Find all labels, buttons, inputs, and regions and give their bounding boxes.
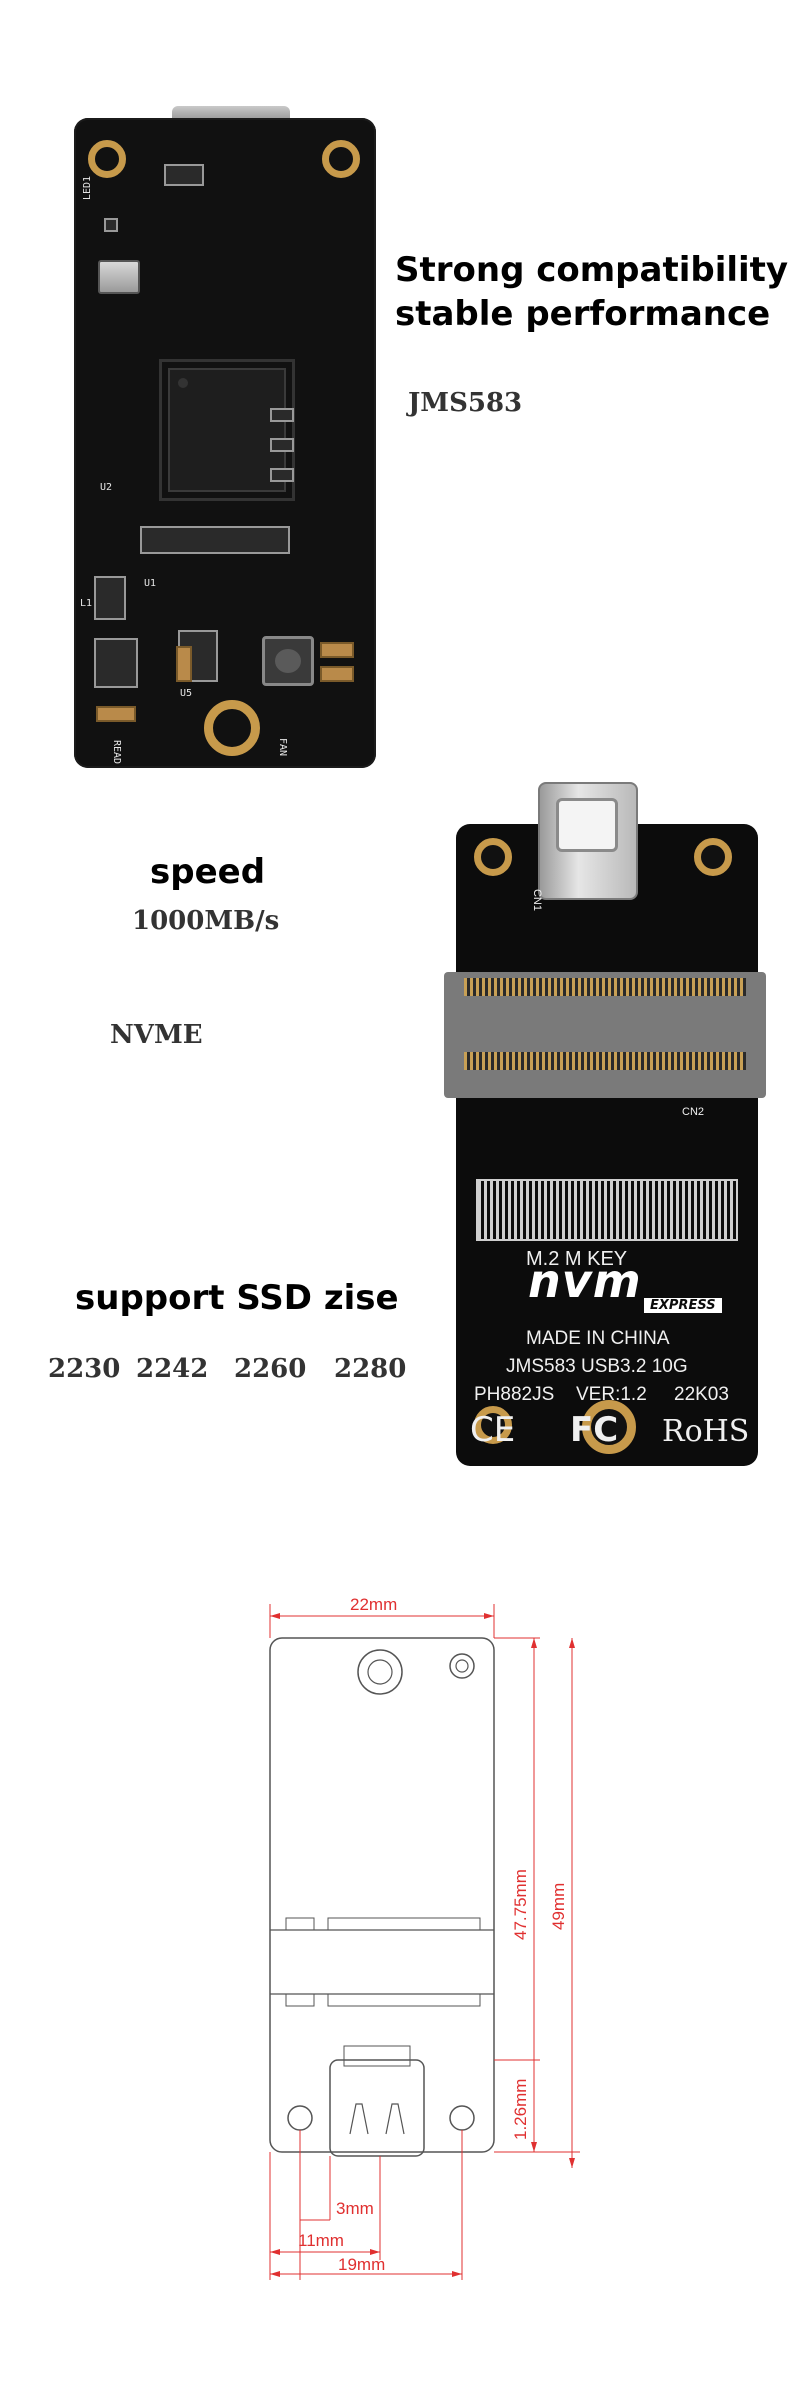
dimension-drawing: 22mm 47.75mm 49mm 1.26mm 3mm 11mm 19mm [269, 1595, 580, 2280]
cn1-label: CN1 [531, 888, 544, 912]
smd-component [320, 666, 354, 682]
pcb-silkscreen-u2: U2 [100, 482, 113, 493]
smd-component [96, 706, 136, 722]
slot-pins [327, 1917, 481, 1931]
slot-pins [285, 1917, 315, 1931]
ssd-size-2260: 2260 [234, 1354, 307, 1384]
batch-label: 22K03 [674, 1384, 729, 1405]
dimension-drawing-section: 22mm 47.75mm 49mm 1.26mm 3mm 11mm 19mm [0, 1520, 800, 2400]
smd-component [94, 576, 126, 620]
mounting-hole [694, 838, 732, 876]
speed-title: speed [150, 852, 266, 892]
ssd-size-2242: 2242 [136, 1354, 209, 1384]
smd-component [140, 526, 290, 554]
slot-pins [285, 1993, 315, 2007]
dim-width-19: 19mm [338, 2255, 385, 2274]
mounting-hole [88, 140, 126, 178]
m2-key-label: M.2 M KEY [526, 1248, 628, 1270]
usb-c-port [556, 798, 618, 852]
chip-model-label: JMS583 [408, 388, 523, 418]
pcb-silkscreen-read: READ [111, 740, 122, 765]
usb-c-connector [538, 782, 638, 900]
protocol-label: NVME [110, 1020, 203, 1050]
mounting-hole [474, 1406, 512, 1444]
dim-height-1-26: 1.26mm [511, 2079, 530, 2140]
hole-outline [287, 2105, 313, 2131]
smd-component [270, 438, 294, 452]
power-inductor [262, 636, 314, 686]
headline: Strong compatibility stable performance [395, 248, 788, 336]
dim-height-47-75: 47.75mm [511, 1869, 530, 1940]
made-in-label: MADE IN CHINA [526, 1328, 670, 1349]
smd-component [94, 638, 138, 688]
usb-c-pin [385, 2103, 405, 2135]
mounting-hole [582, 1400, 636, 1454]
ssd-size-2280: 2280 [334, 1354, 407, 1384]
speed-value: 1000MB/s [132, 906, 280, 936]
hole-outline [449, 1653, 475, 1679]
jms583-chip [168, 368, 286, 492]
smd-component [176, 646, 192, 682]
crystal-oscillator [98, 260, 140, 294]
dimension-arrows [270, 1613, 575, 2277]
pcb-silkscreen-led: LED1 [82, 175, 93, 200]
smd-component [164, 164, 204, 186]
pcb-silkscreen-u1: U1 [144, 578, 157, 589]
version-label: VER:1.2 [576, 1384, 647, 1405]
express-tag: EXPRESS [644, 1298, 722, 1313]
test-pads [476, 1179, 738, 1241]
pcb-top-section: LED1 READ FAN U5 U2 U1 L1 Strong compati… [0, 0, 800, 780]
ce-mark: CE [470, 1410, 516, 1450]
mounting-hole [204, 700, 260, 756]
smd-component [104, 218, 118, 232]
fcc-mark: FC [570, 1410, 619, 1450]
ssd-size-title: support SSD zise [75, 1278, 399, 1318]
usb-c-pin [349, 2103, 369, 2135]
m2-pins-bottom [464, 1052, 746, 1070]
cn2-label: CN2 [682, 1106, 705, 1118]
hole-outline [357, 1649, 403, 1695]
pcb-top-view: LED1 READ FAN U5 U2 U1 L1 [74, 118, 376, 768]
ssd-size-2230: 2230 [48, 1354, 121, 1384]
m2-slot [444, 972, 766, 1098]
dim-width-22: 22mm [350, 1595, 397, 1614]
model-label: JMS583 USB3.2 10G [506, 1356, 688, 1377]
usb-c-outline [343, 2045, 411, 2067]
dim-width-3: 3mm [336, 2199, 374, 2218]
m2-pins-top [464, 978, 746, 996]
pcb-silkscreen-fan: FAN [277, 738, 288, 757]
rohs-mark: RoHS [662, 1414, 750, 1449]
hole-outline [367, 1659, 393, 1685]
dim-width-11: 11mm [298, 2231, 344, 2250]
dim-height-49: 49mm [549, 1883, 568, 1930]
mounting-hole [322, 140, 360, 178]
slot-pins [327, 1993, 481, 2007]
headline-line-2: stable performance [395, 294, 771, 334]
smd-component [270, 408, 294, 422]
mounting-hole [474, 838, 512, 876]
smd-component [320, 642, 354, 658]
usb-c-outline [329, 2059, 425, 2157]
hole-outline [455, 1659, 469, 1673]
pcb-silkscreen-u5: U5 [180, 688, 193, 699]
board-outline [269, 1637, 495, 2153]
headline-line-1: Strong compatibility [395, 250, 789, 290]
pcb-back-section: speed 1000MB/s NVME support SSD zise 223… [0, 780, 800, 1520]
dimension-lines [269, 1604, 580, 2280]
nvm-express-logo: nvm [528, 1254, 642, 1308]
smd-component [270, 468, 294, 482]
hole-outline [449, 2105, 475, 2131]
pcb-back-view: CN1 CN2 M.2 M KEY nvm EXPRESS MADE IN CH… [444, 782, 766, 1466]
pcb-silkscreen-l1: L1 [80, 598, 93, 609]
part-label: PH882JS [474, 1384, 555, 1405]
